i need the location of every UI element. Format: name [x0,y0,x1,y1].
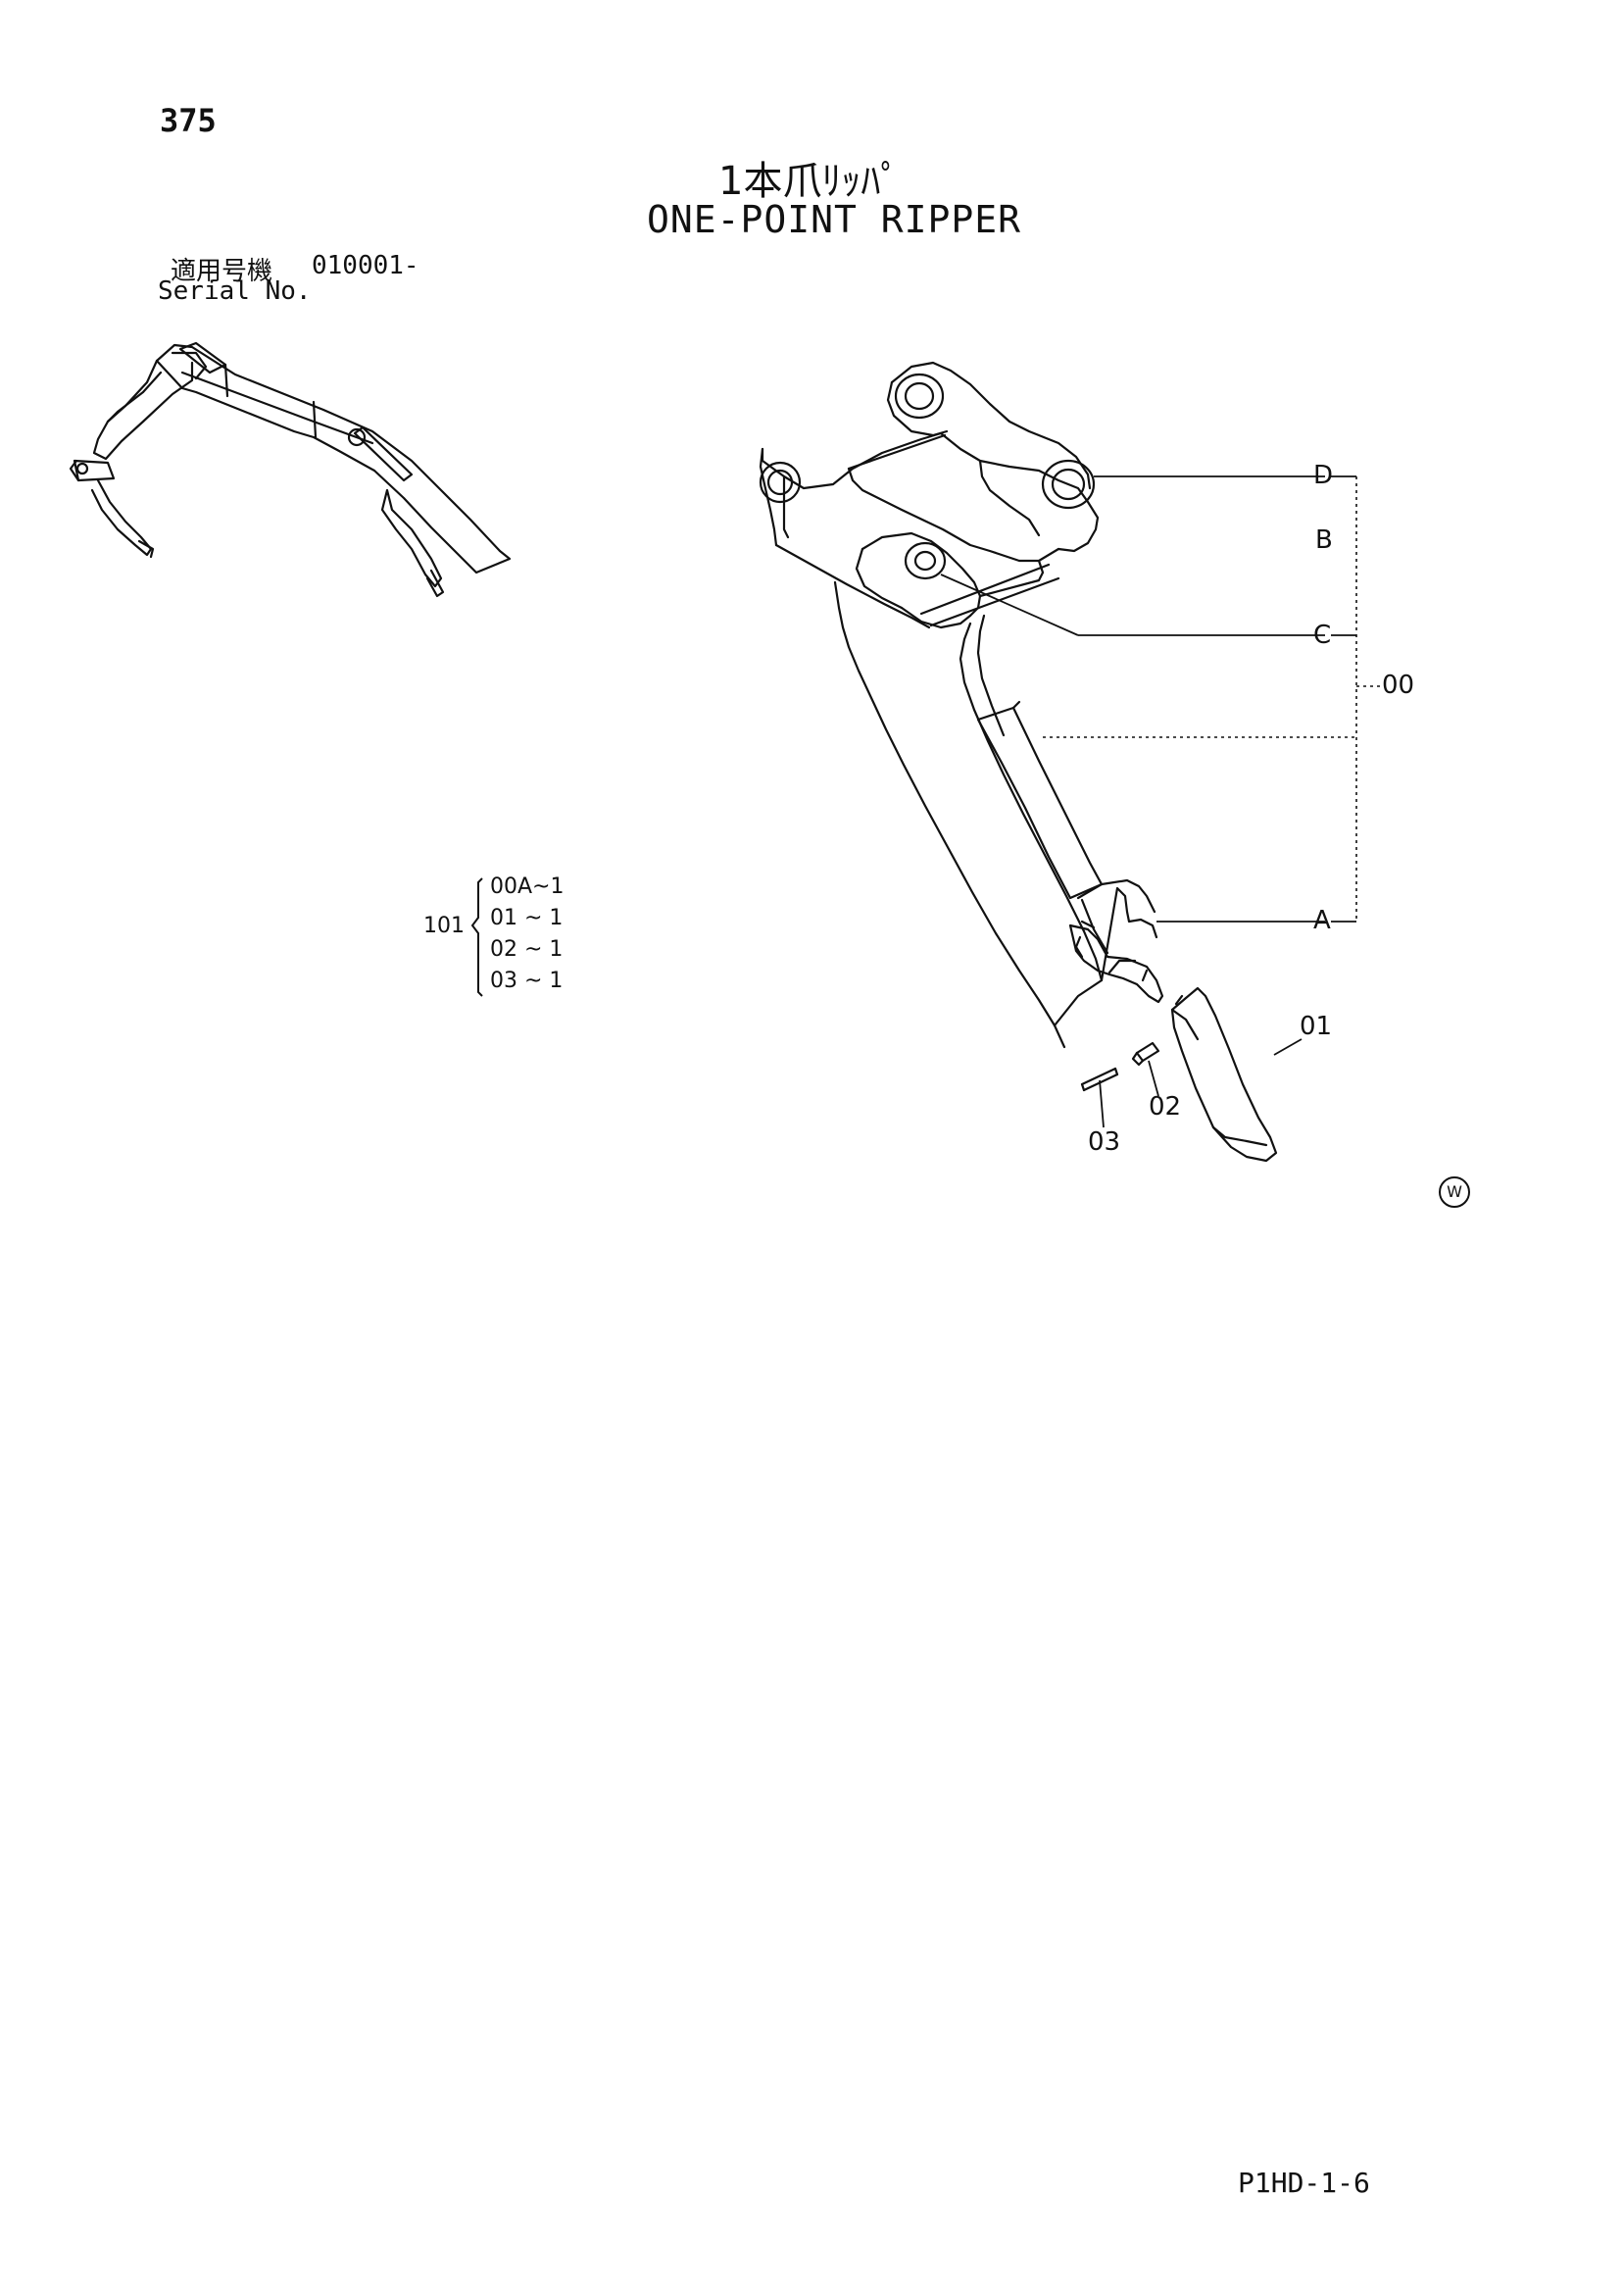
leader-line-02 [1148,1060,1159,1097]
page-number: 375 [160,102,217,139]
callout-group-00: 00 [1382,671,1415,700]
legend-item: 02 ~ 1 [490,937,564,962]
legend-item: 03 ~ 1 [490,969,564,993]
callout-b: B [1315,525,1333,555]
legend-group-number: 101 [423,914,465,938]
callout-d: D [1313,461,1334,490]
excavator-overview-illustration [69,341,512,598]
pin-part-02 [1131,1041,1160,1067]
serial-number-value: 010001- [312,251,419,280]
legend-item: 01 ~ 1 [490,906,564,930]
callout-c: C [1313,621,1332,650]
leader-line-c-diagonal [940,574,1079,636]
ripper-shank [759,361,1164,1049]
leader-line-01 [1273,1038,1303,1056]
title-english: ONE-POINT RIPPER [647,198,1022,241]
title-japanese: 1本爪ﾘｯﾊﾟ [718,159,901,204]
serial-label-japanese: 適用号機 [171,257,273,286]
callout-part-01: 01 [1300,1012,1333,1041]
footer-code: P1HD-1-6 [1238,2167,1370,2199]
callout-a: A [1313,906,1331,935]
w-marker-icon: W [1439,1176,1470,1208]
legend-brace [470,877,483,997]
tooth-part-01 [1170,986,1278,1163]
serial-label-english: Serial No. [158,276,312,306]
callout-part-02: 02 [1149,1092,1182,1122]
pin-bores [759,373,1096,580]
callout-part-03: 03 [1088,1127,1121,1157]
legend-item: 00A~1 [490,874,565,899]
leader-line-03 [1099,1079,1105,1128]
